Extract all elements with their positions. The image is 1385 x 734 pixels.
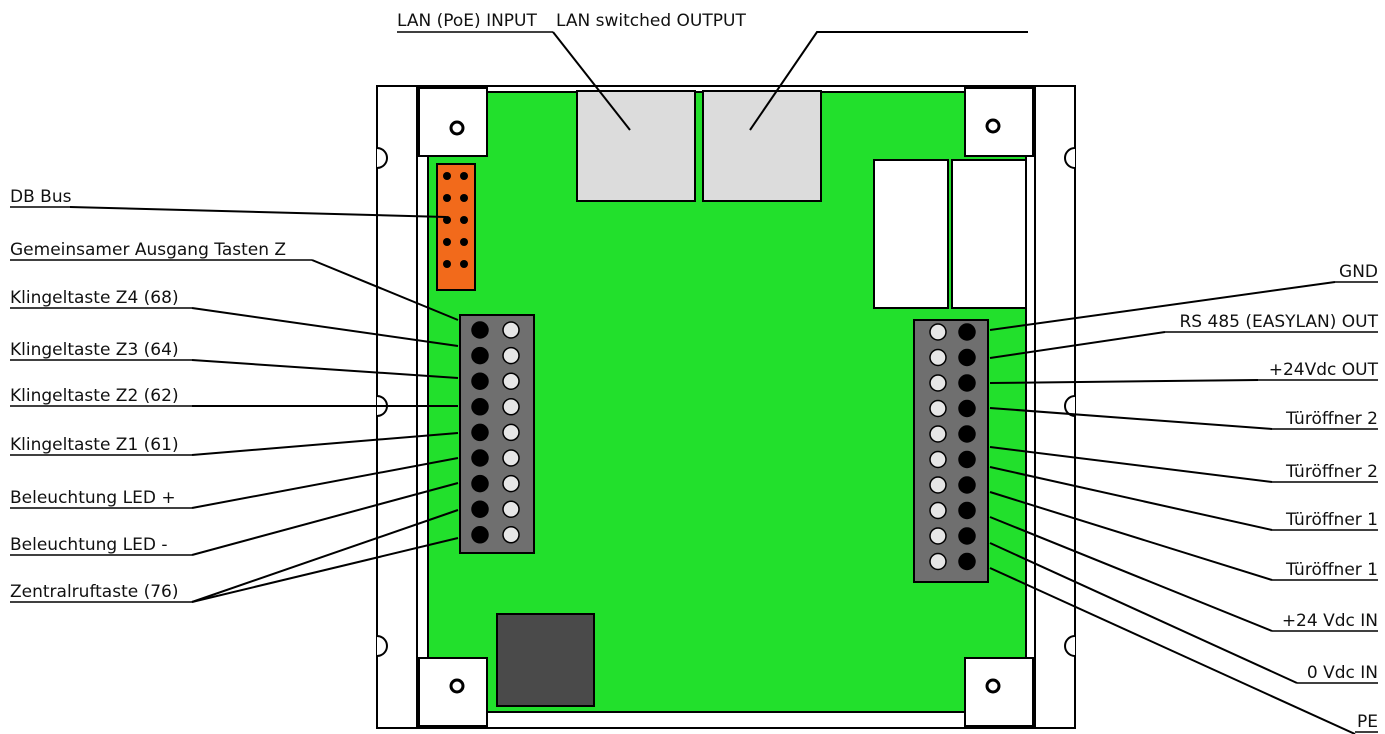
terminal-pin xyxy=(502,398,520,416)
terminal-pin xyxy=(929,552,947,571)
terminal-pin xyxy=(502,423,520,442)
label-pe: PE xyxy=(1357,712,1378,732)
terminal-pin xyxy=(502,449,520,467)
terminal-pin xyxy=(502,372,520,390)
label-gemeinsamer-ausgang: Gemeinsamer Ausgang Tasten Z xyxy=(10,240,286,260)
right-terminal-block xyxy=(913,319,989,583)
terminal-pin xyxy=(929,527,947,545)
terminal-pin xyxy=(958,399,976,418)
label-24vdc-in: +24 Vdc IN xyxy=(1282,611,1378,631)
lan-poe-input-port xyxy=(576,90,696,202)
terminal-pin xyxy=(502,474,520,493)
terminal-pin xyxy=(958,323,976,341)
terminal-pin xyxy=(958,374,976,392)
lan-switched-output-port xyxy=(702,90,822,202)
terminal-pin xyxy=(471,346,489,365)
terminal-pin xyxy=(958,348,976,367)
terminal-pin xyxy=(471,500,489,518)
terminal-pin xyxy=(471,398,489,416)
terminal-pin xyxy=(958,552,976,571)
terminal-pin xyxy=(929,323,947,341)
terminal-pin xyxy=(929,425,947,443)
label-0vdc-in: 0 Vdc IN xyxy=(1307,663,1378,683)
label-zentralruftaste: Zentralruftaste (76) xyxy=(10,582,179,602)
terminal-pin xyxy=(958,476,976,494)
terminal-pin xyxy=(471,449,489,467)
terminal-pin xyxy=(471,423,489,442)
terminal-pin xyxy=(929,399,947,418)
terminal-pin xyxy=(471,474,489,493)
db-bus-connector xyxy=(436,163,476,291)
left-labels: DB Bus Gemeinsamer Ausgang Tasten Z Klin… xyxy=(10,187,312,603)
label-lan-poe-input: LAN (PoE) INPUT xyxy=(397,11,537,31)
label-beleuchtung-led-plus: Beleuchtung LED + xyxy=(10,488,176,508)
label-klingeltaste-z1: Klingeltaste Z1 (61) xyxy=(10,435,179,455)
terminal-pin xyxy=(502,500,520,518)
module-chip xyxy=(496,613,595,707)
terminal-pin xyxy=(471,321,489,339)
terminal-pin xyxy=(958,450,976,469)
label-rs485-out: RS 485 (EASYLAN) OUT xyxy=(1180,312,1379,332)
relay-2 xyxy=(951,159,1027,309)
terminal-pin xyxy=(958,501,976,520)
terminal-pin xyxy=(929,374,947,392)
label-tueroeffner-1a: Türöffner 1 xyxy=(1285,510,1378,530)
leader-lines xyxy=(69,31,1356,734)
terminal-pin xyxy=(471,372,489,390)
terminal-pin xyxy=(958,425,976,443)
label-tueroeffner-2a: Türöffner 2 xyxy=(1285,409,1378,429)
terminal-pin xyxy=(502,321,520,339)
label-lan-switched-output: LAN switched OUTPUT xyxy=(556,11,746,31)
terminal-pin xyxy=(929,450,947,469)
label-tueroeffner-1b: Türöffner 1 xyxy=(1285,560,1378,580)
label-tueroeffner-2b: Türöffner 2 xyxy=(1285,462,1378,482)
terminal-pin xyxy=(929,348,947,367)
terminal-pin xyxy=(929,501,947,520)
label-db-bus: DB Bus xyxy=(10,187,72,207)
terminal-pin xyxy=(471,526,489,544)
right-labels: GND RS 485 (EASYLAN) OUT +24Vdc OUT Türö… xyxy=(1165,262,1379,733)
mounting-corners xyxy=(418,87,1034,727)
terminal-pin xyxy=(958,527,976,545)
label-gnd: GND xyxy=(1339,262,1378,282)
label-klingeltaste-z4: Klingeltaste Z4 (68) xyxy=(10,288,179,308)
right-terminal-pins xyxy=(929,323,976,571)
label-beleuchtung-led-minus: Beleuchtung LED - xyxy=(10,535,167,555)
relay-1 xyxy=(873,159,949,309)
terminal-pin xyxy=(929,476,947,494)
left-terminal-pins xyxy=(471,321,520,544)
terminal-pin xyxy=(502,526,520,544)
label-24vdc-out: +24Vdc OUT xyxy=(1269,360,1379,380)
label-klingeltaste-z2: Klingeltaste Z2 (62) xyxy=(10,386,179,406)
terminal-pin xyxy=(502,346,520,365)
label-klingeltaste-z3: Klingeltaste Z3 (64) xyxy=(10,340,179,360)
left-terminal-block xyxy=(459,314,535,554)
